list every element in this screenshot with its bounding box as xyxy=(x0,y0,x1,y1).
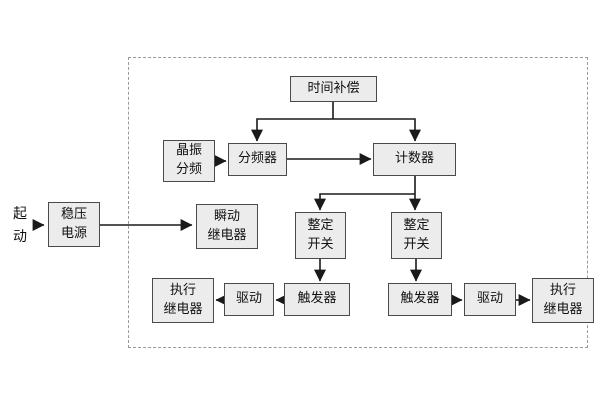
arrow-counter-to-switch-left xyxy=(314,193,415,211)
exec-relay-left-block: 执行 继电器 xyxy=(152,278,214,323)
drive-left-block: 驱动 xyxy=(224,283,274,316)
exec-relay-right-block: 执行 继电器 xyxy=(532,278,594,323)
arrow-timecomp-to-counter xyxy=(333,118,421,142)
power-supply-block: 稳压 电源 xyxy=(48,202,100,247)
dashed-boundary xyxy=(128,57,588,348)
setting-switch-right-block: 整定 开关 xyxy=(391,212,442,259)
setting-switch-left-block: 整定 开关 xyxy=(295,212,346,259)
counter-block: 计数器 xyxy=(373,143,456,176)
crystal-divider-block: 晶振 分频 xyxy=(163,140,215,182)
start-label: 起 动 xyxy=(13,206,27,245)
trigger-left-block: 触发器 xyxy=(284,283,350,316)
arrow-timecomp-to-divider xyxy=(251,118,333,142)
trigger-right-block: 触发器 xyxy=(388,283,452,316)
drive-right-block: 驱动 xyxy=(464,283,516,316)
time-compensation-block: 时间补偿 xyxy=(290,76,377,102)
instant-relay-block: 瞬动 继电器 xyxy=(196,204,258,249)
frequency-divider-block: 分频器 xyxy=(228,143,287,176)
